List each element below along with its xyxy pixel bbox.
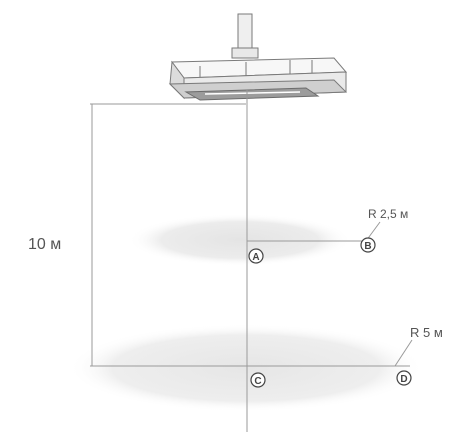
lower-light-spot: [68, 324, 424, 412]
point-b-marker: B: [360, 237, 376, 253]
lower-radius-leader: [394, 339, 413, 367]
lower-radius-label: R 5 м: [410, 325, 443, 340]
svg-text:C: C: [254, 376, 261, 387]
upper-radius-label: R 2,5 м: [368, 207, 408, 221]
svg-text:D: D: [400, 374, 407, 385]
svg-text:B: B: [364, 241, 371, 252]
lamp-fixture-icon: [168, 13, 348, 101]
point-a-marker: A: [248, 248, 264, 264]
svg-text:A: A: [252, 252, 259, 263]
height-label: 10 м: [28, 236, 61, 253]
point-d-marker: D: [396, 370, 412, 386]
upper-light-spot: [128, 214, 352, 266]
point-c-marker: C: [250, 372, 266, 388]
